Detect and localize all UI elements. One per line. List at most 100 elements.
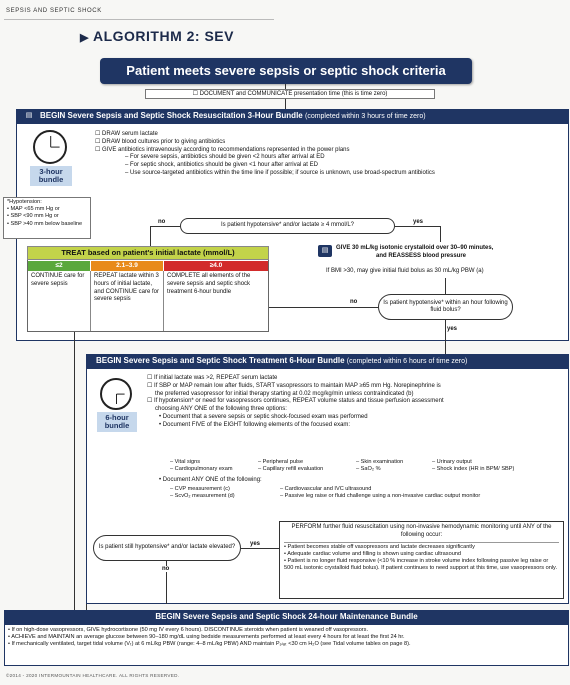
- bundle-6hr-item: ☐ If hypotension* or need for vasopresso…: [147, 398, 444, 405]
- bundle-3hr-item: ☐ DRAW serum lactate: [95, 131, 158, 137]
- measurement-option: – ScvO₂ measurement (d): [170, 493, 235, 500]
- lactate-mid-badge: 2.1–3.9: [91, 261, 163, 271]
- exam-element: – Cardiopulmonary exam: [170, 466, 233, 473]
- measurement-options: – CVP measurement (c) – Cardiovascular a…: [170, 486, 565, 500]
- order-set-icon: ▤: [22, 110, 36, 122]
- decision-hypotensive-after-bolus: Is patient hypotensive* within an hour f…: [378, 294, 513, 320]
- exam-element: – Peripheral pulse: [258, 459, 304, 465]
- bundle-6hr-items: ☐ If initial lactate was >2, REPEAT seru…: [147, 375, 567, 430]
- exam-elements: – Vital signs – Peripheral pulse – Skin …: [170, 459, 565, 473]
- bundle-6hr-label: 6-hour bundle: [97, 412, 137, 432]
- connector: [269, 307, 378, 308]
- header-rule: [4, 19, 274, 20]
- decision2-no-label: no: [350, 299, 358, 305]
- decision3-no-label: no: [162, 566, 170, 572]
- lactate-high-badge: ≥4.0: [164, 261, 268, 271]
- treat-action-high: COMPLETE all elements of the severe seps…: [167, 273, 251, 295]
- connector: [241, 548, 279, 549]
- perform-item: • Patient becomes stable off vasopressor…: [284, 543, 475, 550]
- bundle-3hr-subitem: – For septic shock, antibiotics should b…: [125, 162, 318, 169]
- give-fluid-bmi: If BMI >30, may give initial fluid bolus…: [326, 268, 484, 274]
- algorithm-title-text: ALGORITHM 2: SEV: [92, 28, 234, 44]
- order-set-icon: ▤: [318, 245, 332, 257]
- document-step: ☐ DOCUMENT and COMMUNICATE presentation …: [145, 89, 435, 99]
- perform-resuscitation-box: PERFORM further fluid resuscitation usin…: [279, 521, 564, 599]
- bundle-6hr-bar: BEGIN Severe Sepsis and Septic Shock Tre…: [86, 354, 569, 369]
- perform-title: PERFORM further fluid resuscitation usin…: [291, 524, 552, 538]
- bundle-3hr-label: 3-hour bundle: [30, 166, 72, 186]
- treat-action-low: CONTINUE care for severe sepsis: [31, 273, 85, 287]
- algorithm-title: ▶ALGORITHM 2: SEV: [80, 28, 234, 44]
- decision-hypotensive-lactate: Is patient hypotensive* and/or lactate ≥…: [180, 218, 395, 234]
- exam-element: – Vital signs: [170, 459, 201, 465]
- clock-3hr-icon: [33, 130, 67, 164]
- decision1-yes-label: yes: [413, 219, 424, 225]
- hypotension-item: • MAP <65 mm Hg or: [7, 206, 60, 213]
- clock-6hr-icon: [100, 378, 132, 410]
- decision2-yes-label: yes: [447, 326, 458, 332]
- bundle-24hr-item: • If mechanically ventilated, target tid…: [8, 641, 411, 648]
- bundle-6hr-subtitle: (completed within 6 hours of time zero): [346, 358, 468, 365]
- bundle-3hr-items: ☐ DRAW serum lactate ☐ DRAW blood cultur…: [95, 131, 565, 178]
- lactate-low-badge: ≤2: [28, 261, 90, 271]
- bundle-6hr-title: BEGIN Severe Sepsis and Septic Shock Tre…: [96, 356, 345, 365]
- bundle-6hr-item: ☐ If SBP or MAP remain low after fluids,…: [147, 382, 441, 389]
- connector: [395, 226, 440, 227]
- bundle-6hr-option: • Document that a severe sepsis or septi…: [159, 413, 368, 420]
- perform-item: • Patient is no longer fluid responsive …: [284, 558, 557, 572]
- connector: [445, 278, 446, 294]
- treat-table-header: TREAT based on patient's initial lactate…: [27, 246, 269, 260]
- bundle-3hr-item: ☐ GIVE antibiotics intravenously accordi…: [95, 146, 350, 153]
- decision3-yes-label: yes: [250, 541, 261, 547]
- hypotension-definition: *Hypotension: • MAP <65 mm Hg or • SBP <…: [3, 197, 91, 239]
- measurement-option: – CVP measurement (c): [170, 486, 230, 492]
- table-divider: [163, 271, 164, 331]
- measurement-option: – Passive leg raise or fluid challenge u…: [280, 493, 481, 500]
- bundle-24hr-item: • If on high-dose vasopressors, GIVE hyd…: [8, 627, 369, 633]
- exam-element: – Capillary refill evaluation: [258, 466, 324, 473]
- bundle-6hr-item: choosing ANY ONE of the following three …: [155, 406, 287, 413]
- connector: [445, 320, 446, 354]
- section-header: SEPSIS AND SEPTIC SHOCK: [6, 8, 102, 14]
- exam-element: – Skin examination: [356, 459, 404, 465]
- decision1-no-label: no: [158, 219, 166, 225]
- treat-table: [27, 246, 269, 332]
- connector: [285, 99, 286, 109]
- bundle-3hr-subitem: – Use source-targeted antibiotics within…: [125, 169, 435, 176]
- exam-element: – SaO₂ %: [356, 466, 381, 473]
- table-divider: [90, 271, 91, 331]
- hypotension-item: • SBP <90 mm Hg or: [7, 213, 59, 220]
- connector: [440, 226, 441, 242]
- connector: [74, 332, 75, 610]
- arrow-right-icon: ▶: [80, 32, 89, 44]
- bundle-6hr-item: ☐ If initial lactate was >2, REPEAT seru…: [147, 375, 278, 381]
- bundle-3hr-subitem: – For severe sepsis, antibiotics should …: [125, 154, 325, 161]
- bundle-24hr-item: • ACHIEVE and MAINTAIN an average glucos…: [8, 634, 405, 641]
- give-fluid-line2: and REASSESS blood pressure: [376, 252, 467, 259]
- connector: [285, 84, 286, 89]
- bundle-6hr-option: • Document ANY ONE of the following:: [159, 477, 262, 483]
- connector: [166, 561, 167, 604]
- bundle-3hr-item: ☐ DRAW blood cultures prior to giving an…: [95, 138, 226, 145]
- hypotension-title: *Hypotension:: [7, 199, 42, 205]
- top-title: Patient meets severe sepsis or septic sh…: [100, 58, 472, 84]
- decision-still-hypotensive: Is patient still hypotensive* and/or lac…: [93, 535, 241, 561]
- treat-action-mid: REPEAT lactate within 3 hours of initial…: [94, 273, 160, 303]
- hypotension-item: • SBP >40 mm below baseline: [7, 220, 83, 227]
- copyright-footer: ©2014 - 2020 INTERMOUNTAIN HEALTHCARE. A…: [6, 673, 180, 678]
- connector: [150, 226, 180, 227]
- give-fluid-line1: GIVE 30 mL/kg isotonic crystalloid over …: [336, 245, 494, 251]
- bundle-3hr-title: BEGIN Severe Sepsis and Septic Shock Res…: [40, 111, 303, 120]
- bundle-6hr-option: • Document FIVE of the EIGHT following e…: [159, 421, 351, 428]
- give-fluid-step: GIVE 30 mL/kg isotonic crystalloid over …: [336, 245, 568, 261]
- bundle-24hr-items: • If on high-dose vasopressors, GIVE hyd…: [8, 627, 566, 649]
- bundle-24hr-bar: BEGIN Severe Sepsis and Septic Shock 24-…: [4, 610, 569, 625]
- exam-element: – Urinary output: [432, 459, 472, 465]
- bundle-3hr-subtitle: (completed within 3 hours of time zero): [304, 113, 426, 120]
- measurement-option: – Cardiovascular and IVC ultrasound: [280, 486, 372, 492]
- exam-element: – Shock index (HR in BPM/ SBP): [432, 466, 515, 473]
- perform-items: • Patient becomes stable off vasopressor…: [284, 541, 559, 573]
- connector: [150, 226, 151, 246]
- bundle-3hr-bar: BEGIN Severe Sepsis and Septic Shock Res…: [16, 109, 569, 124]
- bundle-6hr-item: the preferred vasopressor for initial th…: [155, 390, 414, 397]
